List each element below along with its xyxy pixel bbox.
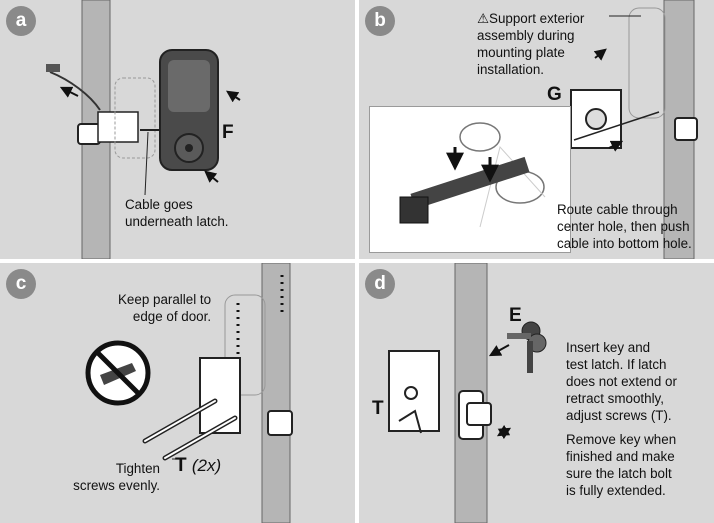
- flat-cable: [410, 156, 530, 210]
- warning-line1: ⚠Support exterior: [477, 10, 584, 27]
- key-label-e: E: [509, 305, 522, 326]
- cable-plug: [399, 196, 429, 224]
- part-label-f: F: [222, 122, 234, 143]
- cable-connector: [46, 64, 60, 72]
- parallel-caption: Keep parallel to edge of door.: [118, 291, 211, 325]
- panel-c-illustration: [85, 263, 293, 523]
- tighten-line1: Tighten: [115, 461, 160, 476]
- push-arrow-top: [226, 90, 241, 103]
- latch-body: [97, 111, 139, 143]
- warning-note: ⚠Support exterior assembly during mounti…: [477, 10, 584, 78]
- inset-illustration: [399, 122, 546, 228]
- route-line3: cable into bottom hole.: [557, 236, 692, 251]
- keys-icon: [507, 321, 547, 373]
- route-line2: center hole, then push: [557, 219, 690, 234]
- prohibit-slash: [94, 349, 142, 397]
- warning-line2: assembly during: [477, 28, 575, 43]
- parallel-line2: edge of door.: [132, 309, 212, 324]
- remove-line2: finished and make: [566, 449, 675, 464]
- caption-a-line2: underneath latch.: [125, 214, 229, 229]
- warning-icon: ⚠: [477, 11, 490, 26]
- caption-a-line1: Cable goes: [125, 197, 193, 212]
- cable: [49, 71, 101, 111]
- step-badge-d: d: [365, 269, 395, 299]
- parallel-line1: Keep parallel to: [118, 292, 212, 307]
- plate-center-hole: [585, 108, 607, 130]
- instr-line3: does not extend or: [566, 374, 677, 389]
- screw-1-highlight: [144, 400, 216, 442]
- plate-screw: [573, 111, 660, 141]
- step-badge-c: c: [6, 269, 36, 299]
- screw-quantity: (2x): [191, 456, 222, 475]
- panel-a-illustration: [46, 0, 241, 259]
- part-label-t: T (2x): [175, 455, 221, 477]
- route-line1: Route cable through: [557, 202, 678, 217]
- panel-c: c Keep parallel to edge of: [0, 263, 355, 523]
- cable-routing-inset: [369, 106, 571, 253]
- warning-line4: installation.: [477, 62, 544, 77]
- remove-line4: is fully extended.: [566, 483, 666, 498]
- tighten-line2: screws evenly.: [73, 478, 160, 493]
- latch-travel-arrow: [496, 424, 512, 440]
- hold-arrow-top: [593, 48, 607, 61]
- ghost-exterior: [628, 7, 666, 119]
- pull-arrow: [59, 86, 79, 98]
- latch-bolt: [674, 117, 698, 141]
- keypad-screen: [168, 60, 210, 112]
- panel-b: b: [359, 0, 714, 259]
- step-badge-b: b: [365, 6, 395, 36]
- latch-bolt: [466, 402, 492, 426]
- ghost-exterior: [224, 294, 266, 396]
- remove-line3: sure the latch bolt: [566, 466, 672, 481]
- plate-linkage: [398, 409, 422, 434]
- caption-a: Cable goes underneath latch.: [125, 196, 228, 230]
- panel-d-illustration: [388, 263, 547, 523]
- screw-2-highlight: [164, 417, 236, 459]
- instr-line4: retract smoothly,: [566, 391, 664, 406]
- warning-text-1: Support exterior: [489, 11, 585, 26]
- part-label-g: G: [547, 84, 562, 105]
- hold-arrow-bottom: [608, 140, 624, 152]
- tighten-caption: Tighten screws evenly.: [68, 460, 160, 494]
- instr-line1: Insert key and: [566, 340, 651, 355]
- door-edge: [261, 263, 291, 523]
- center-hole: [459, 122, 501, 152]
- caption-leader: [144, 131, 149, 196]
- screw-label-t: T: [372, 398, 384, 419]
- latch-bolt: [77, 123, 101, 145]
- part-letter-t: T: [175, 455, 187, 476]
- panel-b-illustration: [519, 0, 698, 259]
- remove-line1: Remove key when: [566, 432, 677, 447]
- keyhole-icon: [185, 144, 193, 152]
- plate-outline: [479, 145, 546, 228]
- route-caption: Route cable through center hole, then pu…: [557, 201, 692, 252]
- instr-line5: adjust screws (T).: [566, 408, 672, 423]
- ghost-outline: [114, 77, 156, 159]
- step-badge-a: a: [6, 6, 36, 36]
- push-arrow-bottom: [204, 170, 219, 183]
- panel-a: a: [0, 0, 355, 259]
- plate-screw-head: [404, 386, 418, 400]
- remove-key-text: Remove key when finished and make sure t…: [566, 431, 676, 499]
- mounting-plate: [199, 357, 241, 434]
- instruction-text: Insert key and test latch. If latch does…: [566, 339, 677, 424]
- insert-key-arrow: [488, 344, 510, 357]
- instr-line2: test latch. If latch: [566, 357, 667, 372]
- latch-bolt: [267, 410, 293, 436]
- warning-line3: mounting plate: [477, 45, 565, 60]
- panel-d: d E T: [359, 263, 714, 523]
